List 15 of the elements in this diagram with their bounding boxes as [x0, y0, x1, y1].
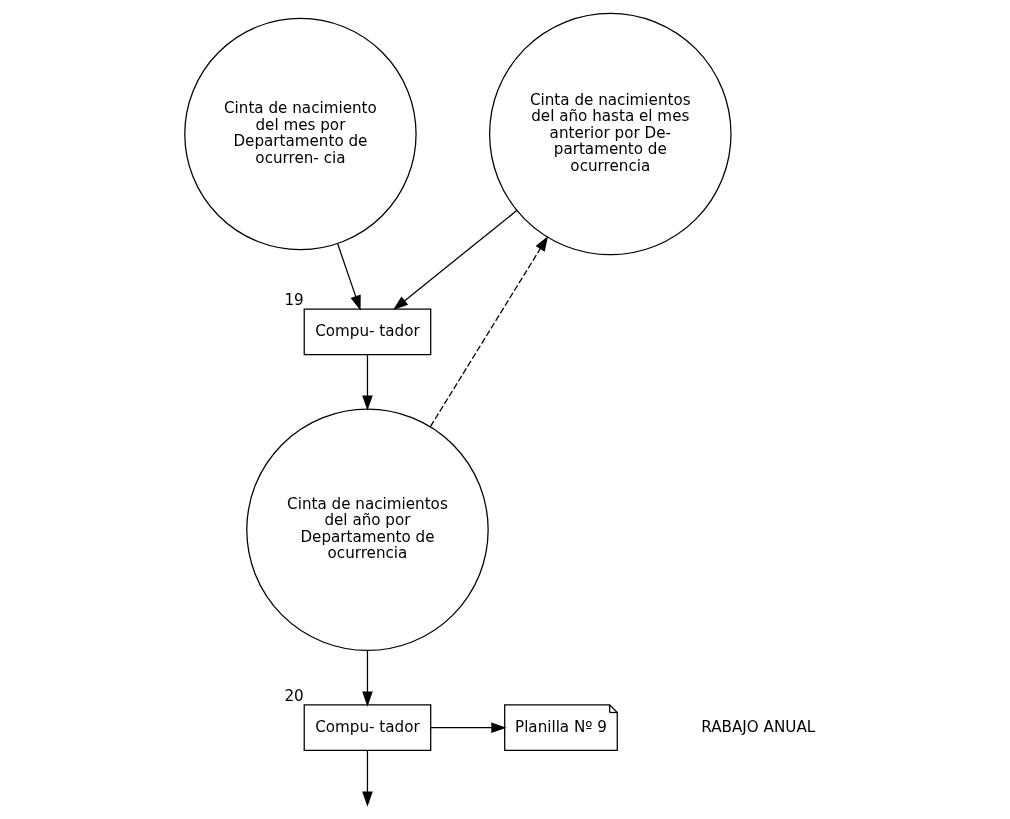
arrow [429, 235, 548, 428]
node-label: 20 [283, 686, 304, 705]
label: RABAJO ANUAL [700, 717, 815, 736]
node-box: Compu- tador [303, 308, 431, 356]
node-label: 19 [283, 290, 304, 309]
arrow [361, 749, 373, 807]
node-box: Compu- tador [303, 704, 431, 752]
arrow [336, 243, 361, 311]
node-circle: Cinta de nacimiento del mes por Departamento de ocurren- cia [183, 17, 417, 251]
node-circle: Cinta de nacimientos del año por Departamento de ocurrencia [245, 408, 489, 652]
arrow [361, 650, 373, 707]
arrow [361, 354, 373, 411]
arrow [392, 209, 517, 311]
node-circle: Cinta de nacimientos del año hasta el mes anterior por De- partamento de ocurrencia [488, 12, 732, 256]
arrow [429, 722, 506, 733]
